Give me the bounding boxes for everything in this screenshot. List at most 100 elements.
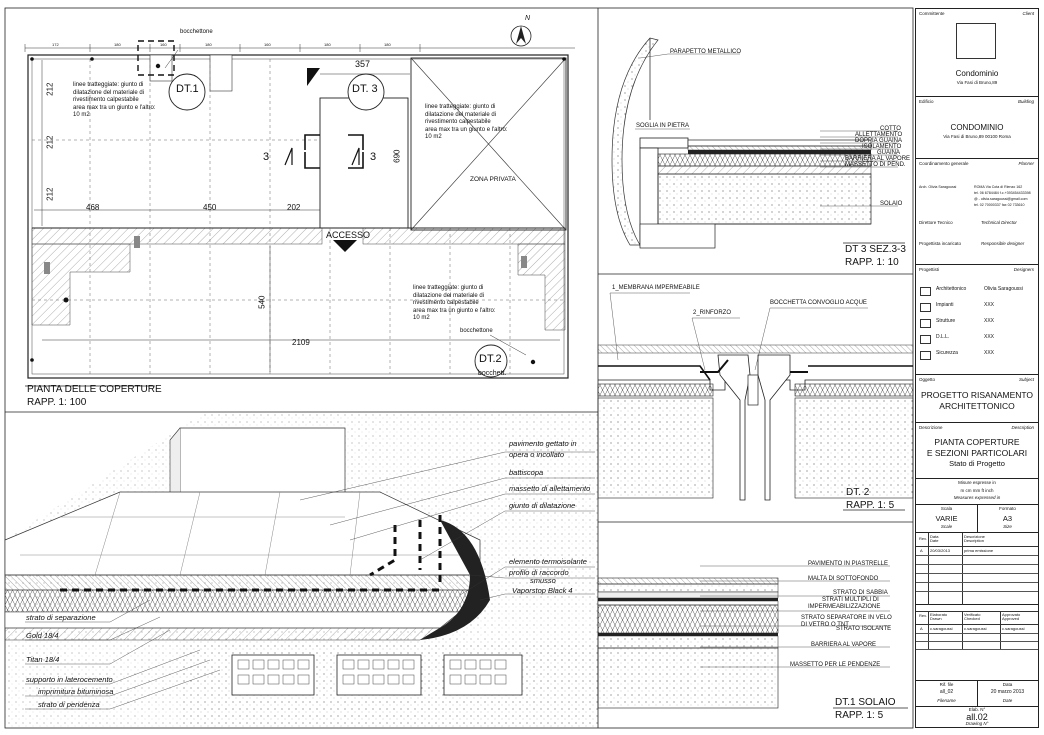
tb-drawing-label: Drawing N° [965,721,989,726]
tb-sig-col [1000,611,1001,649]
tb-prog-inc-label: Progettista incaricato [919,241,962,246]
dt1-scale: RAPP. 1: 5 [835,710,884,721]
dt3-label: GUAINA [877,150,901,156]
plan-top-dim: 160 [160,42,167,47]
tb-size-label: Size [1003,524,1012,529]
tb-sig-hline [916,633,1038,634]
note-line: 10 m2 [425,134,442,141]
note-line: linee tratteggiate: giunto di [413,285,484,291]
tb-role: Architettonico [936,286,967,292]
dt3-label: SOLAIO [880,201,903,207]
dt1-label: STRATO DI SABBIA [833,590,888,596]
tb-descr-3: Stato di Progetto [949,459,1005,468]
axo-label: elemento termoisolante [509,557,587,566]
tb-client-label: Client [1022,11,1034,16]
note-line: dilatazione del materiale di [413,292,485,299]
axo-label: smusso [530,576,556,585]
plan-top-dim: 180 [205,42,212,47]
note-line: area max tra un giunto e l'altro: [425,126,508,133]
tb-sig-hdr: Elaborato Drawn [930,612,948,622]
plan-top-dim: 180 [384,42,391,47]
tb-role-name: Olivia Saragoussi [984,286,1023,292]
axo-label: imprimitura bituminosa [38,687,114,696]
tb-units: m cm mm ft inch [960,488,994,493]
plan-bocchett-label: bocchett. [478,370,507,377]
logo-placeholder [956,23,996,59]
dt2-scale: RAPP. 1: 5 [846,500,895,511]
tb-planner-section: Coordinamento generale Planner Arch. Oli… [916,159,1038,265]
tb-committente-label: Committente [919,11,945,16]
dt2-label: BOCCHETTA CONVOGLIO ACQUE [770,300,867,306]
tb-arch-mail: @ - olivia.saragoussi@gmail.com [974,197,1028,201]
plan-dim-468: 468 [86,203,100,212]
dt3-scale: RAPP. 1: 10 [845,257,899,268]
plan-dim-357: 357 [355,59,371,69]
tb-role-row: Sicurezza XXX [920,349,1036,361]
dt1-label: BARRIERA AL VAPORE [811,642,877,648]
tb-planner-label: Planner [1018,161,1034,166]
tb-role-row: Impianti XXX [920,301,1036,313]
tb-sig-hline [916,624,1038,625]
tb-scale-section: Scala VARIE Scale Formato A3 Size [916,505,1038,533]
tb-misure-label: Misure espresse in [958,480,996,485]
tb-rev-hline [916,591,1038,592]
plan-dim-690: 690 [392,149,402,163]
tb-arch-tel2: tel. 02 70000337 fax 02 733610 [974,203,1025,207]
tb-role-name: XXX [984,350,995,356]
plan-dim-450: 450 [203,203,217,212]
note-line: rivestimento calpestabile [73,97,139,104]
tb-file-divider [977,681,978,707]
tb-oggetto-1: PROGETTO RISANAMENTO [920,390,1034,400]
plan-dim-212c: 212 [45,187,55,201]
tb-building-addr: Via Fasi di Bruno,89 00100 Roma [943,134,1011,139]
dt2-label: 1_MEMBRANA IMPERMEABILE [612,285,700,291]
tb-role-row: D.L.L. XXX [920,333,1036,345]
tb-units-section: Misure espresse in m cm mm ft inch Measu… [916,479,1038,505]
tb-oggetto-2: ARCHITETTONICO [939,401,1015,411]
tb-description-section: Descrizione Description PIANTA COPERTURE… [916,423,1038,479]
axonometric-detail [4,412,598,728]
tb-scala-label: Scala [940,506,953,511]
tb-client-addr: Via Fasi di Bruno,89 [956,80,998,85]
tb-building-section: Edificio Building CONDOMINIO Via Fasi di… [916,97,1038,159]
plan-top-dim: 180 [324,42,331,47]
tb-rev-cell: 20/03/2013 [930,548,951,553]
tb-description-label: Description [1011,425,1034,430]
tb-sig-hline [916,611,1038,612]
tb-subject-section: Oggetto Subject PROGETTO RISANAMENTO ARC… [916,375,1038,423]
tb-oggetto-label: Oggetto [919,377,936,382]
tb-sig-hdr: Approvato Approved [1002,612,1021,622]
dt1-label: STRATO ISOLANTE [836,626,892,632]
plan-scale: RAPP. 1: 100 [27,397,87,408]
detail-dt3 [611,37,905,249]
tb-rev-cell: A [920,548,923,553]
checkbox-icon [920,351,931,360]
tb-scale-label: Scale [940,524,953,529]
tb-data-value: 20 marzo 2013 [990,689,1025,695]
dt1-label: DI VETRO O TNT [801,622,849,628]
tb-dir-label: Direttore Tecnico [919,220,953,225]
tb-role: Sicurezza [936,350,958,356]
axo-label: strato di pendenza [38,700,100,709]
tb-progettisti-label: Progettisti [919,267,940,272]
axo-label: opera o incollato [509,450,565,459]
plan-dim-2109: 2109 [292,338,310,347]
dt1-label: STRATI MULTIPLI DI [822,597,879,603]
tb-rev-hline [916,582,1038,583]
plan-note-1: linee tratteggiate: giunto di dilatazion… [73,82,156,120]
note-line: 10 m2 [73,112,90,119]
tb-rif-value: all_02 [939,689,954,695]
plan-top-dim: 172 [52,42,59,47]
dt3-label: ISOLAMENTO [862,144,902,150]
dt3-label: SOGLIA IN PIETRA [636,123,690,129]
tb-coord-label: Coordinamento generale [919,161,969,166]
axo-label: Vaporstop Black 4 [512,586,573,595]
tb-data-label: Data [1002,682,1013,687]
dt1-label: MASSETTO PER LE PENDENZE [790,662,881,668]
tb-date-label: Date [1002,698,1013,703]
note-line: area max tra un giunto e l'altro: [73,104,156,111]
tb-role-name: XXX [984,334,995,340]
axo-label: pavimento gettato in [509,439,577,448]
tb-elab-label: Elab. N° [968,707,986,712]
tb-sig-cell: c.saragoussi [1002,626,1025,631]
